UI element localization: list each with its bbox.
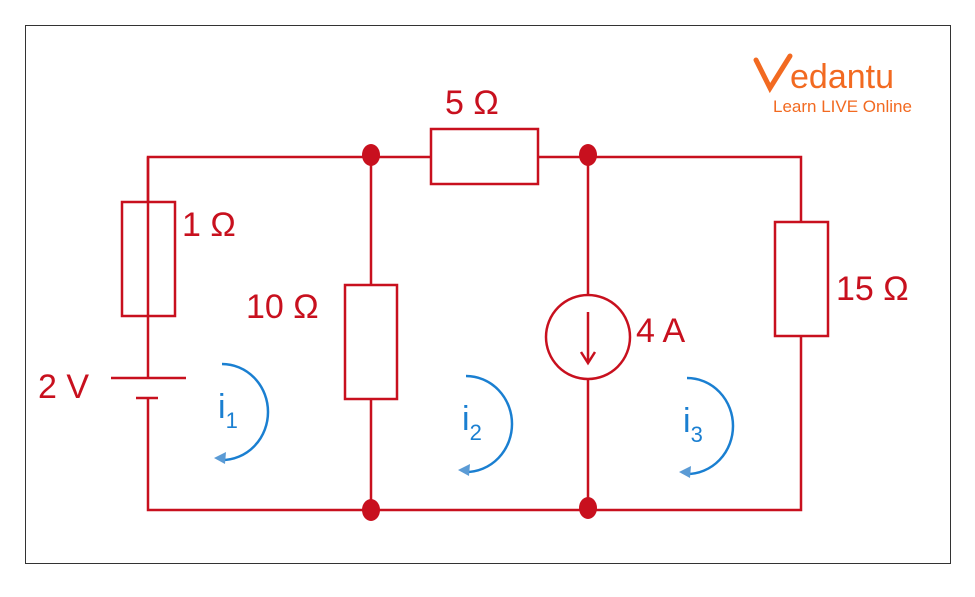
arrowhead-icon (679, 466, 691, 478)
loop-i3: i3 (679, 376, 735, 478)
vedantu-logo: edantu Learn LIVE Online (753, 53, 912, 116)
arrowhead-icon (458, 464, 470, 476)
label-r5: 5 Ω (445, 84, 499, 122)
svg-text:i1: i1 (218, 388, 238, 433)
label-current-source: 4 A (636, 312, 685, 350)
current-source-symbol (544, 293, 632, 381)
logo-tagline: Learn LIVE Online (773, 97, 912, 116)
battery-symbol (111, 376, 186, 400)
resistor-5-ohm (429, 127, 540, 186)
wires (146, 155, 803, 512)
arrowhead-icon (214, 452, 226, 464)
frame (25, 25, 951, 564)
resistor-10-ohm (343, 283, 399, 401)
label-r15: 15 Ω (836, 270, 909, 308)
resistor-1-ohm (120, 200, 177, 318)
loop-i1: i1 (214, 362, 270, 464)
label-r10: 10 Ω (246, 288, 319, 326)
label-r1: 1 Ω (182, 206, 236, 244)
label-battery: 2 V (38, 368, 89, 406)
logo-brand: edantu (790, 58, 894, 96)
resistor-15-ohm (773, 220, 830, 338)
junction-nodes (362, 144, 597, 521)
svg-text:i3: i3 (683, 402, 703, 447)
loop-i2: i2 (458, 374, 514, 476)
svg-text:i2: i2 (462, 400, 482, 445)
